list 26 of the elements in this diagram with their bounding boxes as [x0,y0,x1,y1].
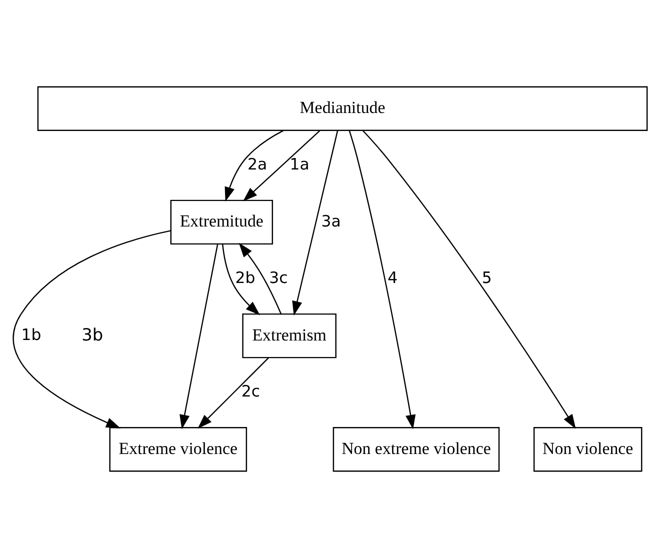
edge-label: 4 [388,268,398,287]
arrow [348,130,416,429]
node-box: Extremism [242,312,336,358]
arrow [292,130,338,316]
edge-label: 1a [290,154,310,173]
node-box: Medianitude [37,86,648,130]
arrow [222,244,260,315]
edge-label: 2c [241,381,260,400]
arrow [362,129,576,428]
node-box: Non extreme violence [332,426,500,472]
node-box: Extremitude [170,199,274,244]
arrow [224,130,284,202]
edge-label: 3a [321,210,341,230]
node-box: Extreme violence [109,426,248,472]
edge-label: 5 [482,268,492,287]
arrow [198,357,269,428]
edge-label: 2b [235,268,256,287]
label: 3b [82,324,104,344]
node-box: Non violence [533,426,642,472]
arrow [238,242,282,314]
edge-label: 2a [247,154,268,173]
arrow [180,244,218,429]
edge-label: 3c [269,268,288,287]
edge-label: 1b [21,324,42,344]
arrow [12,230,171,428]
arrow [242,130,320,201]
